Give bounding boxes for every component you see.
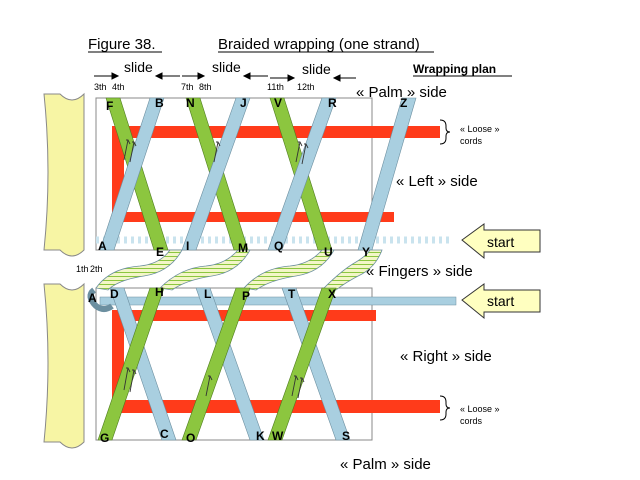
blue-strands-lower xyxy=(109,287,351,441)
loose-cords-lower-2: cords xyxy=(460,416,483,426)
point-label: S xyxy=(342,429,350,443)
point-label: R xyxy=(328,96,337,110)
step-1: 1th xyxy=(76,264,89,274)
point-label: W xyxy=(272,429,284,443)
fingers-side-label: « Fingers » side xyxy=(366,263,473,280)
blue-strands-upper xyxy=(99,97,417,251)
start-label-upper: start xyxy=(487,234,514,250)
left-side-label: « Left » side xyxy=(396,173,478,190)
twist-connectors xyxy=(95,249,383,291)
step-11: 11th xyxy=(267,82,284,92)
figure-number: Figure 38. xyxy=(88,36,156,53)
step-7: 7th xyxy=(181,82,194,92)
handle-upper xyxy=(43,92,85,257)
slide-arrows xyxy=(94,72,356,82)
upper-red-cords xyxy=(112,126,440,222)
start-arrow-lower xyxy=(461,283,541,320)
handle-lower xyxy=(43,282,85,449)
point-label: K xyxy=(256,429,265,443)
point-label: P xyxy=(242,289,250,303)
point-label: Y xyxy=(362,245,370,259)
right-side-label: « Right » side xyxy=(400,348,492,365)
point-label: M xyxy=(238,241,248,255)
point-label: X xyxy=(328,287,336,301)
slide-label-2: slide xyxy=(212,59,241,75)
step-12: 12th xyxy=(297,82,315,92)
brace-upper xyxy=(439,119,451,145)
point-label: G xyxy=(100,431,109,445)
start-arrow-upper xyxy=(461,223,541,260)
palm-side-bottom-label: « Palm » side xyxy=(340,456,431,473)
point-label: H xyxy=(155,285,164,299)
point-label: L xyxy=(204,287,211,301)
start-label-lower: start xyxy=(487,293,514,309)
wrapping-plan-label: Wrapping plan xyxy=(413,62,496,76)
point-label: C xyxy=(160,427,169,441)
point-label: A xyxy=(98,239,107,253)
loose-cords-upper-1: « Loose » xyxy=(460,124,500,134)
point-label: N xyxy=(186,96,195,110)
point-label: I xyxy=(186,239,189,253)
point-label: U xyxy=(324,245,333,259)
point-label: D xyxy=(110,287,119,301)
brace-lower xyxy=(439,395,451,421)
start-loop xyxy=(87,287,114,312)
lower-frame xyxy=(95,287,373,441)
step-8: 8th xyxy=(199,82,212,92)
slide-label-3: slide xyxy=(302,61,331,77)
figure-title: Braided wrapping (one strand) xyxy=(218,36,420,53)
step-4: 4th xyxy=(112,82,125,92)
palm-side-top-label: « Palm » side xyxy=(356,84,447,101)
green-strands-lower xyxy=(97,287,337,441)
point-label: J xyxy=(240,96,247,110)
point-label: A xyxy=(88,291,97,305)
step-3: 3th xyxy=(94,82,107,92)
loose-cords-lower-1: « Loose » xyxy=(460,404,500,414)
point-label: Z xyxy=(400,96,407,110)
wrap-direction-arrows xyxy=(123,139,309,399)
point-label: B xyxy=(155,96,164,110)
point-label: O xyxy=(186,431,195,445)
point-label: T xyxy=(288,287,296,301)
slide-label-1: slide xyxy=(124,59,153,75)
step-2: 2th xyxy=(90,264,103,274)
blue-horizontal-strand xyxy=(99,296,457,306)
point-label: E xyxy=(156,245,164,259)
point-label: V xyxy=(274,96,282,110)
point-label: F xyxy=(106,99,113,113)
loose-cords-upper-2: cords xyxy=(460,136,483,146)
point-label: Q xyxy=(274,239,283,253)
